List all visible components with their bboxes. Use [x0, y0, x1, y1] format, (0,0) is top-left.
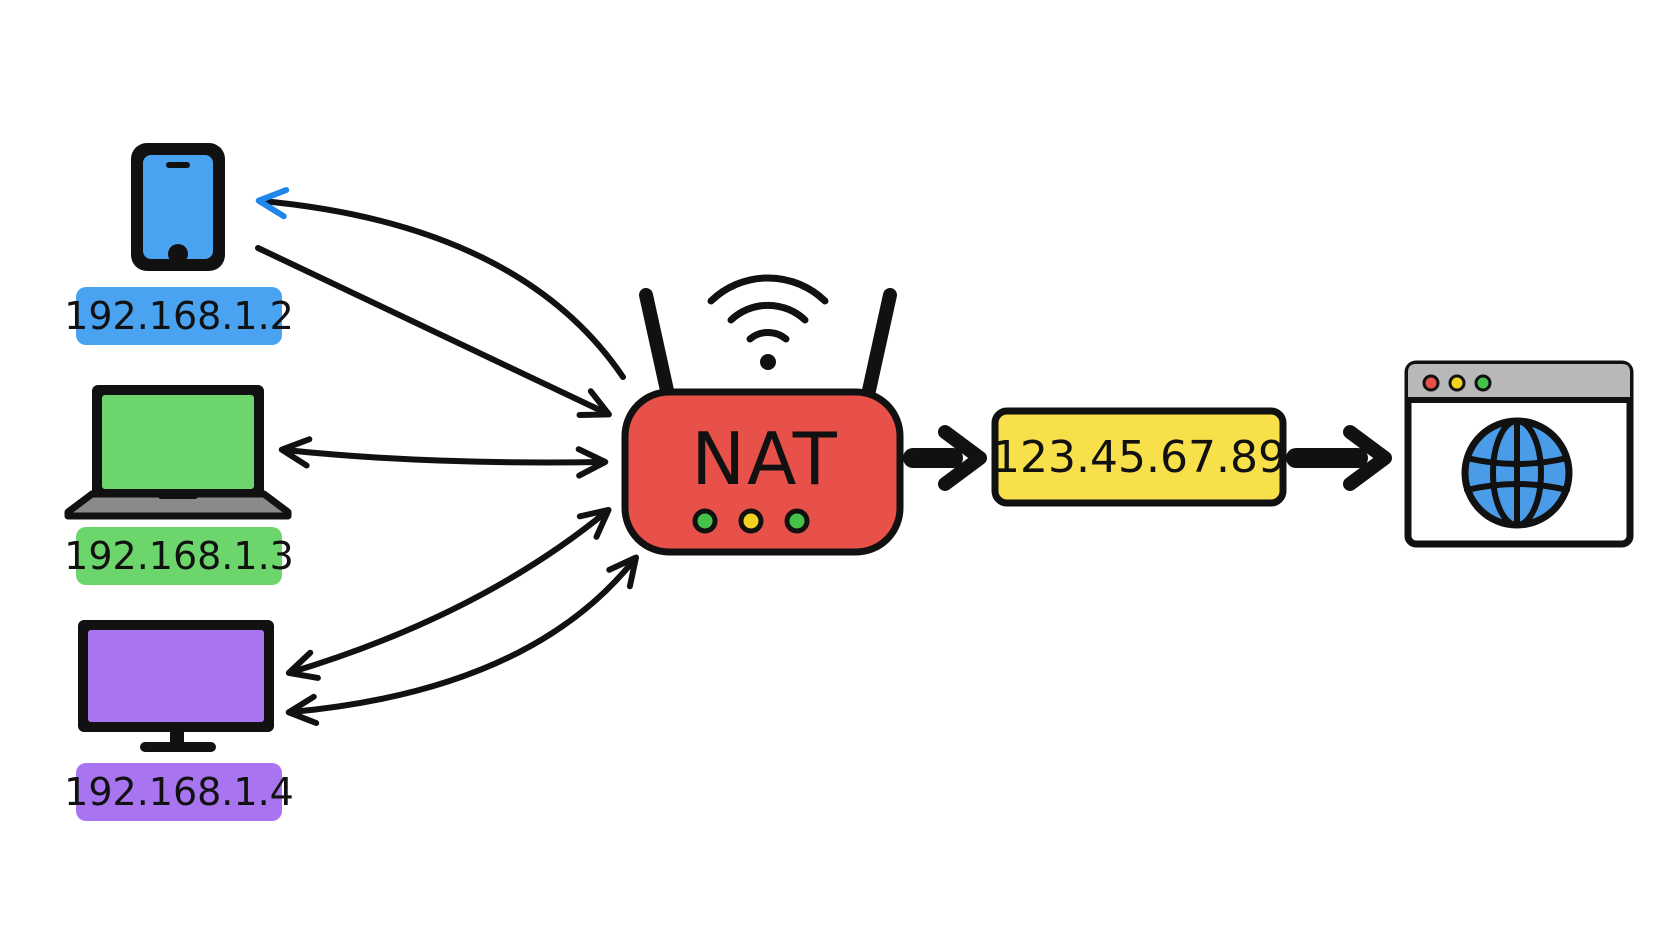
router-label: NAT [691, 417, 839, 501]
phone-device: 192.168.1.2 [64, 143, 294, 345]
public-ip-label: 123.45.67.89 [991, 407, 1287, 507]
reply-arrow-to-phone [255, 187, 626, 380]
desktop-router-arrow-lower [285, 554, 640, 726]
router-antenna-right [861, 288, 897, 402]
desktop-router-arrow-upper [285, 506, 612, 681]
wifi-icon [707, 274, 829, 370]
monitor-icon [78, 620, 274, 752]
phone-screen [143, 155, 213, 259]
laptop-device: 192.168.1.3 [64, 385, 294, 585]
phone-to-router-arrow [255, 245, 612, 419]
desktop-ip-text: 192.168.1.4 [64, 770, 294, 814]
monitor-screen [88, 630, 264, 722]
router-status-leds [692, 508, 810, 534]
laptop-ip-text: 192.168.1.3 [64, 534, 294, 578]
browser-globe-icon [1404, 360, 1634, 548]
desktop-ip-label: 192.168.1.4 [64, 763, 294, 821]
laptop-router-arrow [278, 436, 609, 479]
router: NAT [621, 274, 904, 556]
router-led [784, 508, 810, 534]
router-led [738, 508, 764, 534]
router-antenna-left [639, 288, 675, 402]
laptop-icon [64, 385, 292, 520]
smartphone-icon [131, 143, 225, 271]
desktop-device: 192.168.1.4 [64, 620, 294, 821]
router-led [692, 508, 718, 534]
router-to-public-ip-arrow [903, 425, 987, 491]
phone-ip-label: 192.168.1.2 [64, 287, 294, 345]
laptop-screen [102, 395, 254, 489]
internet-website [1404, 360, 1634, 548]
router-body [621, 388, 904, 556]
public-ip-text: 123.45.67.89 [992, 432, 1286, 483]
laptop-ip-label: 192.168.1.3 [64, 527, 294, 585]
globe-icon [1461, 417, 1573, 529]
public-ip-to-internet-arrow [1286, 425, 1392, 491]
phone-ip-text: 192.168.1.2 [64, 294, 294, 338]
